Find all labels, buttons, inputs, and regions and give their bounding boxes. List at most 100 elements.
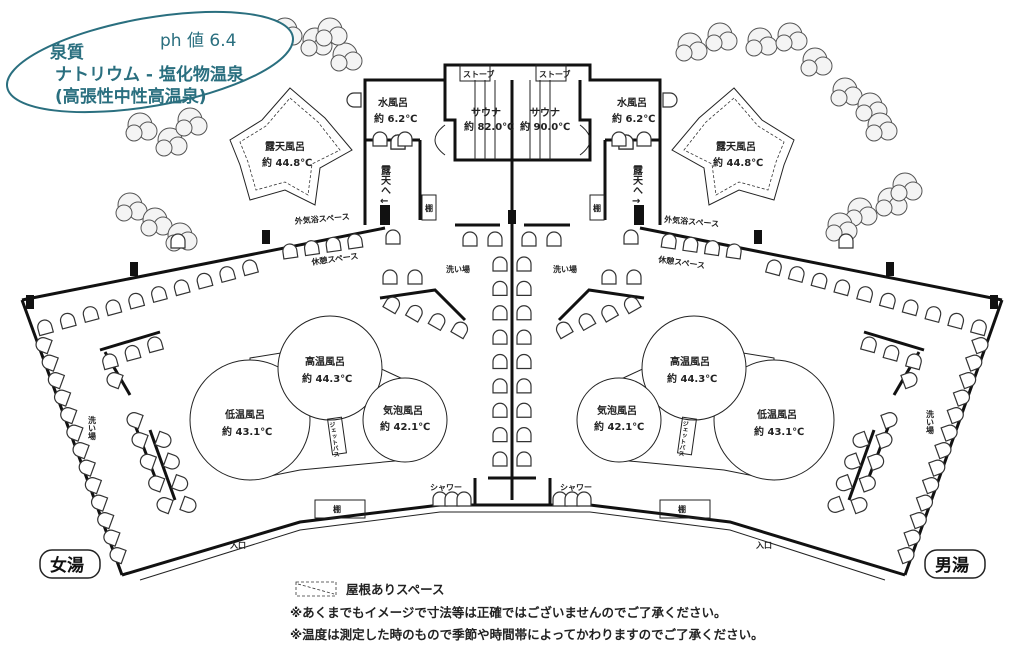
sauna-name: サウナ: [471, 107, 501, 119]
low-temp-bath-temp: 約 43.1℃: [754, 425, 804, 438]
chair: [882, 344, 900, 362]
chair: [492, 256, 508, 272]
chair: [492, 451, 508, 467]
wash-area: 洗い場: [446, 264, 470, 274]
chair: [148, 475, 166, 493]
chair: [170, 473, 189, 492]
women-bath-label: 女湯: [50, 555, 84, 576]
chair: [835, 473, 854, 492]
chair: [382, 269, 398, 285]
chair: [626, 269, 642, 285]
chair: [151, 286, 168, 304]
chair: [880, 412, 898, 430]
legend-roofed-space: 屋根ありスペース: [346, 582, 445, 597]
chair: [450, 321, 469, 340]
chair: [521, 231, 537, 247]
shower-label: シャワー: [430, 483, 462, 492]
chair: [346, 92, 362, 108]
chair: [325, 236, 342, 253]
low-temp-bath-name: 低温風呂: [224, 408, 265, 421]
shelf-label: 棚: [678, 504, 686, 514]
chair: [492, 329, 508, 345]
chair: [105, 299, 123, 317]
outdoor-bath-name: 露天風呂: [716, 140, 756, 153]
chair: [623, 229, 639, 245]
bubble-bath-temp: 約 42.1℃: [380, 420, 430, 433]
chair: [492, 353, 508, 370]
chair: [90, 494, 109, 512]
chair: [901, 299, 919, 317]
note-dimensions: ※あくまでもイメージで寸法等は正確ではございませんのでご了承ください。: [290, 605, 727, 620]
chair: [827, 495, 845, 513]
chair: [103, 529, 121, 547]
chair: [372, 131, 388, 147]
chair: [196, 272, 214, 290]
chair: [904, 353, 922, 371]
jet-label: ジェットバス: [677, 420, 689, 457]
spring-class: (高張性中性高温泉): [55, 86, 207, 107]
arrow-left: ←: [380, 196, 388, 207]
tree-icon: [875, 199, 893, 217]
chair: [958, 372, 977, 390]
chair: [900, 372, 918, 390]
cold-bath-name: 水風呂: [377, 96, 408, 109]
chair: [947, 312, 965, 330]
tree-icon: [675, 44, 693, 62]
chair: [41, 354, 59, 372]
chair: [909, 512, 927, 530]
outdoor-bath-name: 露天風呂: [265, 140, 305, 153]
chair: [492, 402, 508, 418]
side-wash-area: 洗い場: [88, 415, 97, 441]
chair: [516, 402, 532, 418]
chair: [456, 491, 472, 507]
high-temp-bath-temp: 約 44.3℃: [667, 372, 717, 385]
chair: [173, 279, 191, 297]
chair: [965, 354, 983, 372]
outdoor-air-space: 外気浴スペース: [664, 214, 720, 229]
spring-info: 泉質 ph 値 6.4 ナトリウム - 塩化物温泉 (高張性中性高温泉): [5, 10, 295, 114]
chair: [154, 430, 172, 448]
chair: [97, 512, 115, 530]
chair: [37, 319, 55, 337]
to-outdoor-label: 露天へ: [631, 164, 643, 195]
chair: [516, 280, 532, 296]
chair: [897, 547, 915, 565]
chair: [82, 306, 100, 324]
chair: [47, 372, 66, 390]
chair: [382, 296, 401, 315]
chair: [969, 319, 987, 337]
entrance-label: 入口: [755, 541, 772, 550]
pools-women: ジェットバス 高温風呂 約 44.3℃ 低温風呂 約 43.1℃ 気泡風呂 約 …: [189, 315, 448, 481]
chair: [924, 306, 942, 324]
bubble-bath-temp: 約 42.1℃: [594, 420, 644, 433]
chair: [555, 321, 574, 340]
jet-label: ジェットバス: [327, 421, 339, 458]
pools-men: ジェットバス 高温風呂 約 44.3℃ 低温風呂 約 43.1℃ 気泡風呂 約 …: [576, 315, 835, 481]
high-temp-bath-name: 高温風呂: [670, 355, 710, 368]
chair: [139, 453, 158, 472]
sauna-name: サウナ: [530, 107, 560, 119]
women-label: 女湯: [39, 549, 101, 579]
chair: [852, 430, 870, 448]
tree-icon: [855, 104, 873, 122]
chair: [516, 451, 532, 467]
tree-icon: [125, 124, 143, 142]
chair: [397, 131, 413, 147]
chair: [78, 459, 96, 477]
chair: [946, 407, 964, 425]
chair: [833, 279, 851, 297]
chair: [516, 427, 532, 443]
chair: [850, 497, 868, 515]
rest-space: 休憩スペース: [657, 254, 706, 271]
chair: [952, 389, 971, 407]
chair: [903, 529, 921, 547]
tree-icon: [155, 139, 173, 157]
chair: [878, 292, 896, 310]
chair: [636, 131, 652, 147]
chair: [219, 266, 237, 284]
chair: [875, 432, 893, 450]
bubble-bath-name: 気泡風呂: [382, 404, 423, 417]
chair: [179, 495, 197, 513]
low-temp-bath-name: 低温風呂: [756, 408, 797, 421]
